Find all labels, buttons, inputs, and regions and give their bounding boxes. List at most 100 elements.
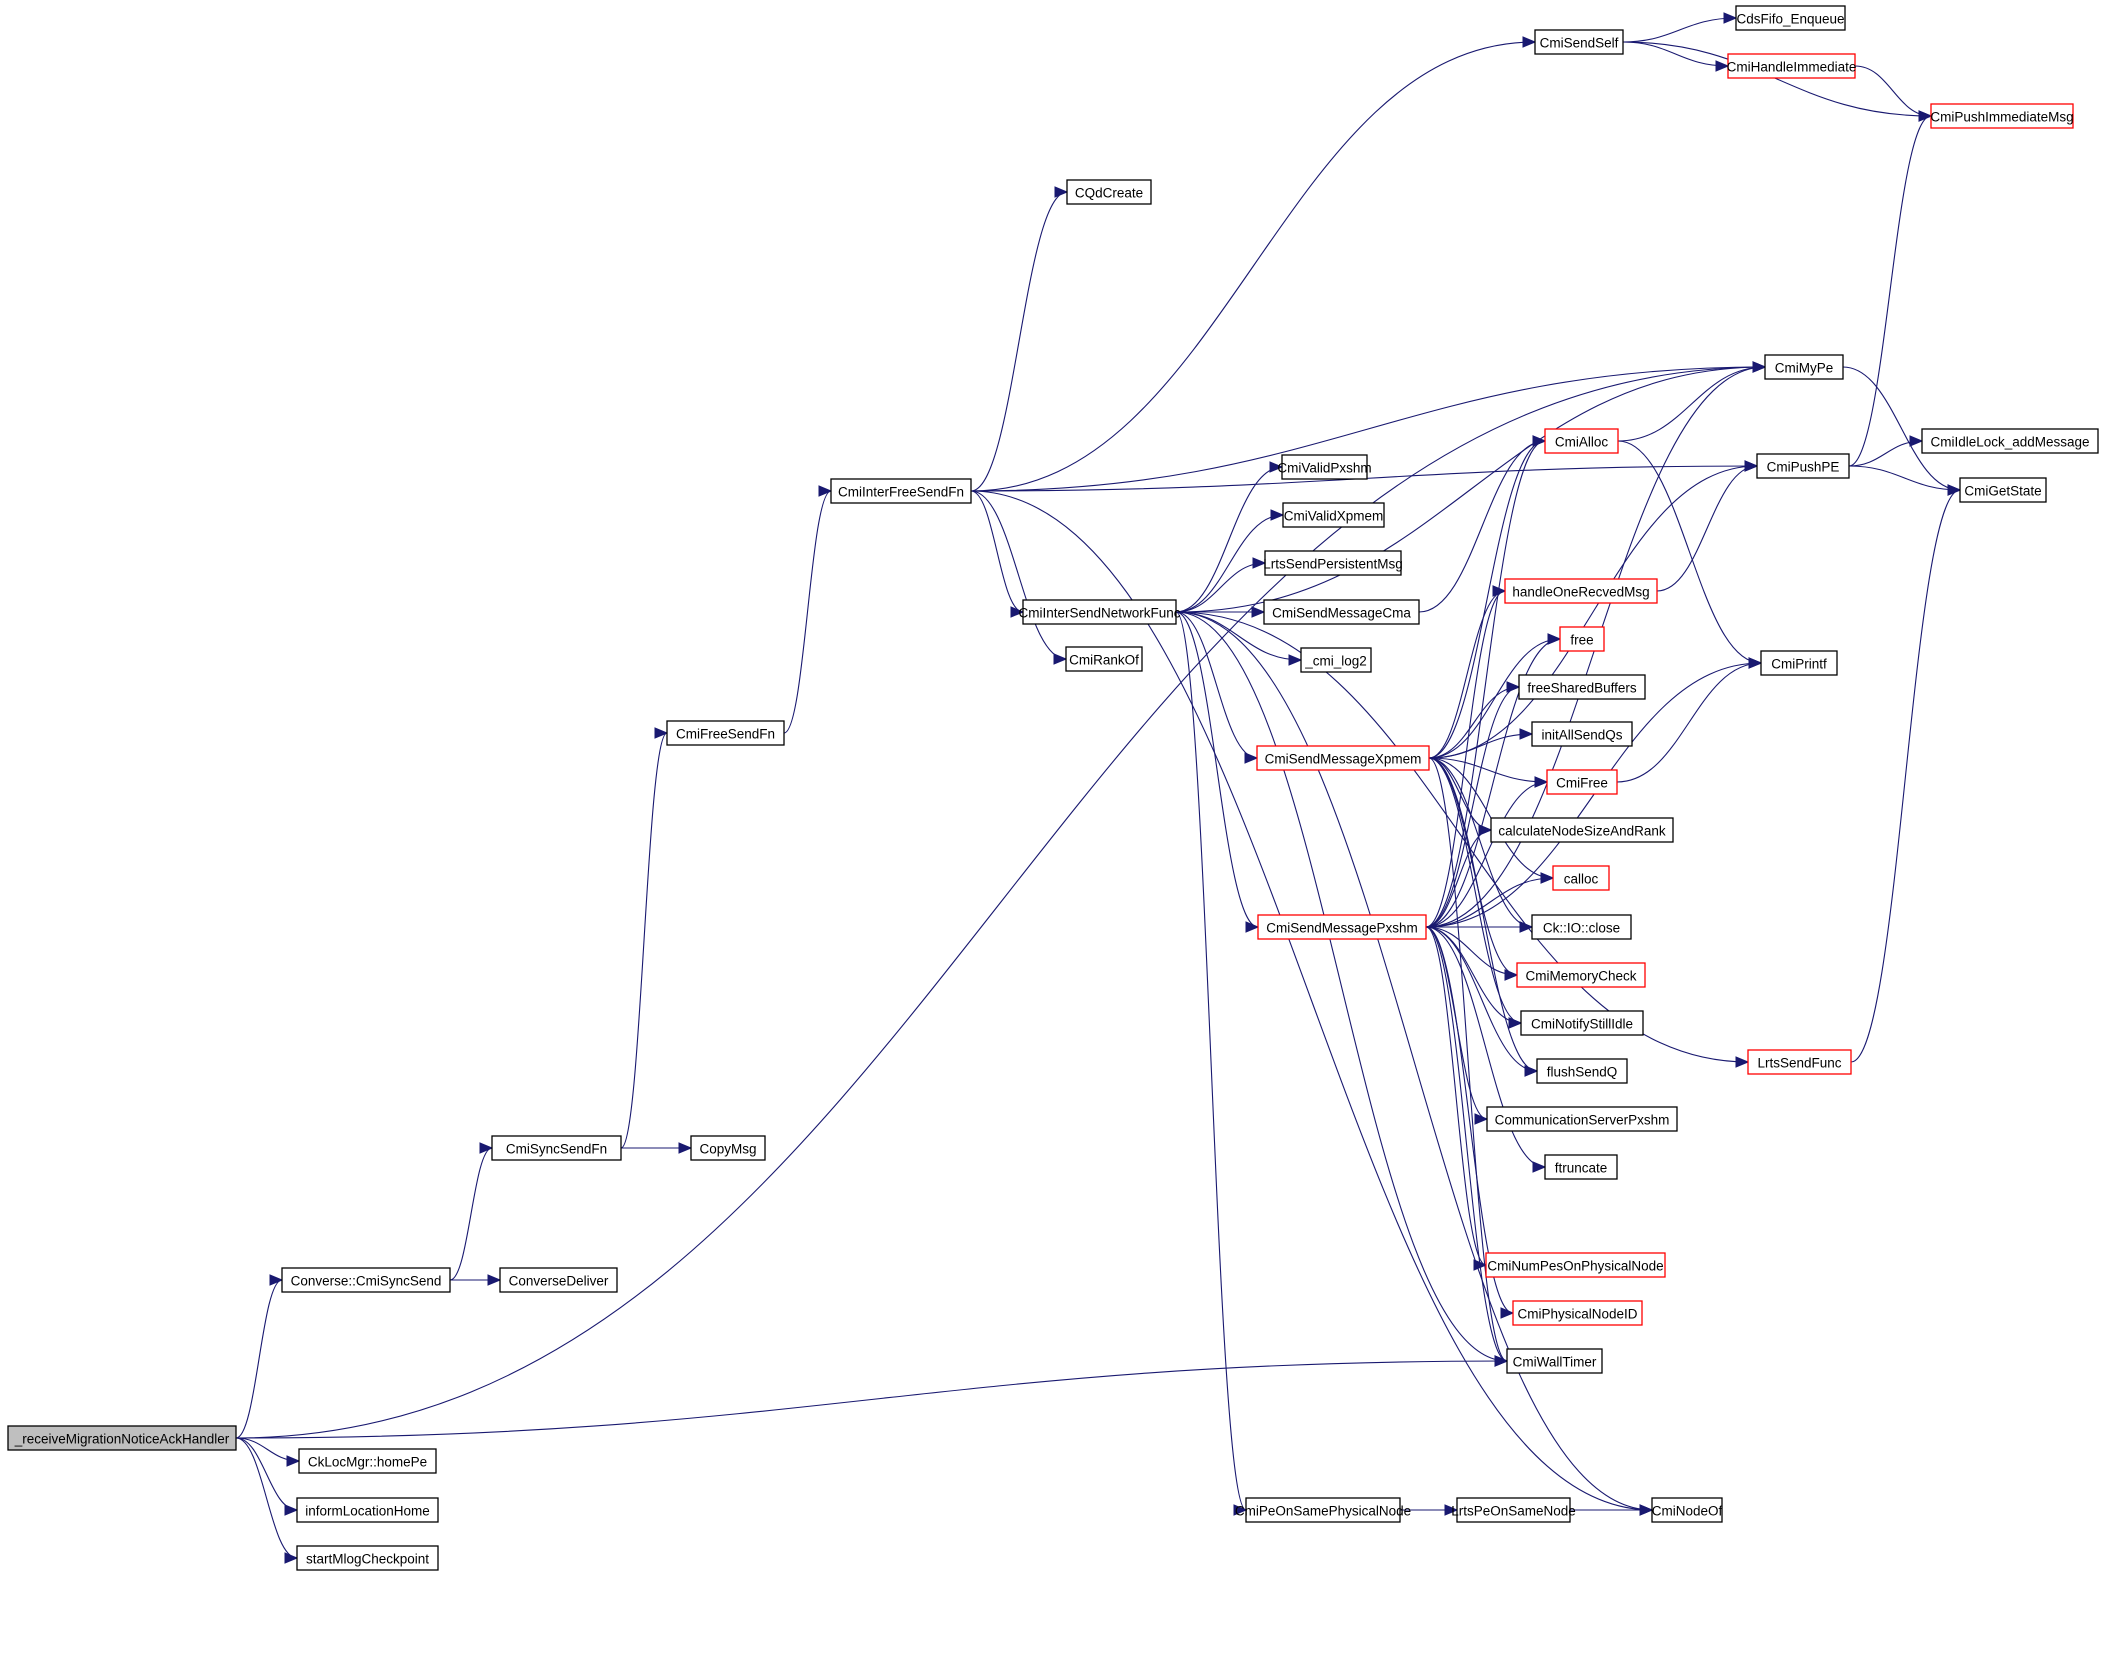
- node-cmipushpe[interactable]: CmiPushPE: [1756, 453, 1850, 479]
- node-box: [1516, 962, 1646, 988]
- node-calloc[interactable]: calloc: [1552, 865, 1610, 891]
- edge-cmialloc-to-cmiprintf: [1617, 440, 1763, 669]
- edge-lrtssendfunc-to-cmigetstate: [1850, 484, 1962, 1063]
- node-label: LrtsSendPersistentMsg: [1263, 557, 1403, 572]
- node-cklocmgr-homepe[interactable]: CkLocMgr::homePe: [298, 1448, 437, 1474]
- node-label: CmiRankOf: [1069, 653, 1139, 668]
- node-cmivalidpxshm[interactable]: CmiValidPxshm: [1277, 454, 1372, 480]
- node-box: [1066, 179, 1152, 205]
- node-box: [7, 1425, 237, 1451]
- edge-cmisyncsendfn-to-cmifreesendfn: [620, 727, 669, 1149]
- arrowhead-icon: [1474, 1113, 1489, 1125]
- node-cqdcreate[interactable]: CQdCreate: [1066, 179, 1152, 205]
- node-cmiwalltimer[interactable]: CmiWallTimer: [1506, 1348, 1603, 1374]
- node-cminotifystillidle[interactable]: CmiNotifyStillIdle: [1520, 1010, 1644, 1036]
- node-cmisendmessagepxshm[interactable]: CmiSendMessagePxshm: [1257, 914, 1427, 940]
- node-copymsg[interactable]: CopyMsg: [690, 1135, 766, 1161]
- node-cmihandleimmediate[interactable]: CmiHandleImmediate: [1727, 53, 1857, 79]
- node-calculatenodesizeandrank[interactable]: calculateNodeSizeAndRank: [1490, 817, 1674, 843]
- node-cmipeonsamephysicalnode[interactable]: CmiPeOnSamePhysicalNode: [1235, 1497, 1411, 1523]
- arrowhead-icon: [1524, 1065, 1539, 1077]
- edge-receivemigrationnoticeackhandler-to-converse-cmisyncsend: [235, 1274, 284, 1439]
- node-ftruncate[interactable]: ftruncate: [1544, 1154, 1618, 1180]
- node-lrtssendfunc[interactable]: LrtsSendFunc: [1747, 1049, 1852, 1075]
- arrowhead-icon: [1500, 1307, 1515, 1319]
- node-box: [1756, 453, 1850, 479]
- edge-cmisendmessagepxshm-to-cmiwalltimer: [1425, 926, 1509, 1367]
- node-box: [1531, 721, 1633, 747]
- node-cmiinterfreesendfn[interactable]: CmiInterFreeSendFn: [830, 478, 972, 504]
- node-cmifreesendfn[interactable]: CmiFreeSendFn: [666, 720, 785, 746]
- node-cmiintersendnetworkfunc[interactable]: CmiInterSendNetworkFunc: [1018, 599, 1181, 625]
- node-lrtspeonsamenode[interactable]: LrtsPeOnSameNode: [1451, 1497, 1576, 1523]
- node-informlocationhome[interactable]: informLocationHome: [296, 1497, 439, 1523]
- arrowhead-icon: [1534, 776, 1549, 788]
- node-label: handleOneRecvedMsg: [1512, 585, 1649, 600]
- edge-line: [1175, 366, 1766, 613]
- node-box: [1747, 1049, 1852, 1075]
- node-box: [666, 720, 785, 746]
- node-cmisendmessagexpmem[interactable]: CmiSendMessageXpmem: [1256, 745, 1430, 771]
- node-cmiphysicalnodeid[interactable]: CmiPhysicalNodeID: [1512, 1300, 1643, 1326]
- node-cminodeof[interactable]: CmiNodeOf: [1651, 1497, 1723, 1523]
- node-cmisendself[interactable]: CmiSendSelf: [1534, 29, 1624, 55]
- node-cmimype[interactable]: CmiMyPe: [1764, 354, 1844, 380]
- arrowhead-icon: [1519, 728, 1534, 740]
- node-cmivalidxpmem[interactable]: CmiValidXpmem: [1282, 502, 1385, 528]
- edge-cmiinterfreesendfn-to-cqdcreate: [970, 186, 1069, 492]
- edge-cmisendmessagexpmem-to-cmipushpe: [1428, 460, 1759, 759]
- node-startmlogcheckpoint[interactable]: startMlogCheckpoint: [296, 1545, 439, 1571]
- edge-cmiinterfreesendfn-to-cmirankof: [970, 490, 1068, 665]
- node-cmimemorycheck[interactable]: CmiMemoryCheck: [1516, 962, 1646, 988]
- node-box: [1760, 650, 1838, 676]
- node-label: free: [1570, 633, 1593, 648]
- edge-line: [1622, 41, 1729, 67]
- edge-cmiintersendnetworkfunc-to-cmimype: [1175, 361, 1767, 613]
- arrowhead-icon: [1506, 681, 1521, 693]
- edge-line: [1175, 611, 1258, 759]
- node-cdsfifo-enqueue[interactable]: CdsFifo_Enqueue: [1735, 5, 1846, 31]
- edge-line: [1175, 611, 1247, 1511]
- node-cminumpesonphysicalnode[interactable]: CmiNumPesOnPhysicalNode: [1485, 1252, 1666, 1278]
- edge-line: [1175, 466, 1283, 613]
- edge-cmisendmessagepxshm-to-free: [1425, 633, 1562, 928]
- edge-cmisyncsendfn-to-copymsg: [621, 1142, 693, 1154]
- node-free[interactable]: free: [1559, 626, 1605, 652]
- edge-line: [1656, 465, 1758, 592]
- arrowhead-icon: [1492, 585, 1507, 597]
- node-cmiprintf[interactable]: CmiPrintf: [1760, 650, 1838, 676]
- node-flushsendq[interactable]: flushSendQ: [1536, 1058, 1628, 1084]
- node-cmiidlelock-addmessage[interactable]: CmiIdleLock_addMessage: [1921, 428, 2099, 454]
- node-box: [1544, 1154, 1618, 1180]
- arrowhead-icon: [1053, 653, 1068, 665]
- edge-line: [1425, 926, 1508, 1362]
- node-cmialloc[interactable]: CmiAlloc: [1544, 428, 1619, 454]
- edge-line: [1425, 638, 1561, 928]
- node-conversedeliver[interactable]: ConverseDeliver: [499, 1267, 618, 1293]
- edge-line: [1425, 926, 1546, 1168]
- node-ck-io-close[interactable]: Ck::IO::close: [1531, 914, 1632, 940]
- node-initallsendqs[interactable]: initAllSendQs: [1531, 721, 1633, 747]
- node-freesharedbuffers[interactable]: freeSharedBuffers: [1518, 674, 1646, 700]
- node-converse-cmisyncsend[interactable]: Converse::CmiSyncSend: [281, 1267, 451, 1293]
- node-label: CmiAlloc: [1555, 435, 1609, 450]
- edge-line: [1175, 611, 1259, 928]
- node-handleonerecvedmsg[interactable]: handleOneRecvedMsg: [1504, 578, 1658, 604]
- edge-line: [1428, 757, 1548, 783]
- edge-line: [1428, 757, 1522, 1024]
- node-label: CmiHandleImmediate: [1727, 60, 1857, 75]
- edge-cmipushpe-to-cmipushimmediatemsg: [1848, 110, 1933, 467]
- node-label: calloc: [1564, 872, 1599, 887]
- edge-line: [1428, 590, 1506, 759]
- node-cmisendmessagecma[interactable]: CmiSendMessageCma: [1263, 599, 1420, 625]
- node-cmirankof[interactable]: CmiRankOf: [1065, 646, 1143, 672]
- node-cmigetstate[interactable]: CmiGetState: [1959, 477, 2047, 503]
- node-cmi-log2[interactable]: _cmi_log2: [1300, 647, 1372, 673]
- node-cmipushimmediatemsg[interactable]: CmiPushImmediateMsg: [1930, 103, 2074, 129]
- node-lrtssendpersistentmsg[interactable]: LrtsSendPersistentMsg: [1263, 550, 1403, 576]
- arrowhead-icon: [479, 1142, 494, 1154]
- node-cmifree[interactable]: CmiFree: [1546, 769, 1618, 795]
- node-communicationserverpxshm[interactable]: CommunicationServerPxshm: [1486, 1106, 1678, 1132]
- edge-cmiintersendnetworkfunc-to-lrtssendpersistentmsg: [1175, 557, 1267, 613]
- node-cmisyncsendfn[interactable]: CmiSyncSendFn: [491, 1135, 622, 1161]
